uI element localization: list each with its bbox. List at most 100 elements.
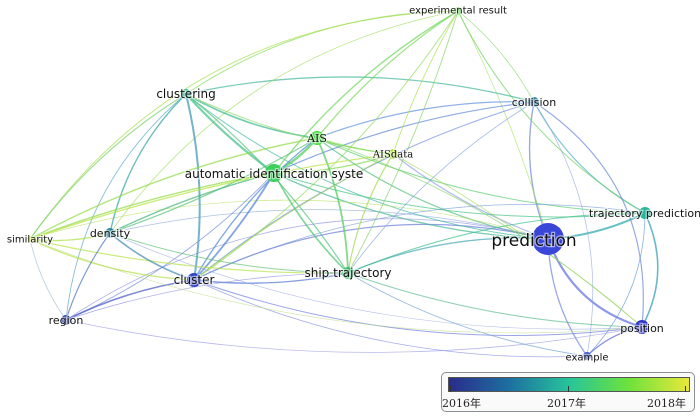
node-label-trajectory-prediction: trajectory prediction [589, 207, 700, 220]
node-position[interactable] [635, 320, 649, 334]
edge-experimental-result-cluster [193, 10, 459, 281]
edge-prediction-example [547, 238, 588, 357]
legend-label-2016: 2016年 [442, 397, 481, 410]
edge-ais-data-cluster [193, 153, 394, 281]
edge-trajectory-prediction-auto-id [273, 172, 646, 218]
legend-gradient-bar [448, 377, 690, 392]
edge-experimental-result-ais-data [392, 10, 459, 155]
edge-collision-example [533, 101, 594, 357]
edge-collision-cluster [193, 101, 535, 281]
node-clustering[interactable] [181, 89, 191, 99]
edge-collision-clustering [185, 76, 535, 103]
edge-experimental-result-clustering [185, 10, 459, 95]
edge-collision-experimental-result [457, 10, 535, 103]
node-experimental-result[interactable] [454, 7, 462, 15]
nodes-layer [27, 7, 651, 360]
edge-prediction-experimental-result [457, 10, 549, 240]
node-label-density: density [90, 227, 131, 240]
legend-label-2017: 2017年 [547, 397, 586, 410]
node-ais[interactable] [310, 131, 324, 145]
edge-density-ship-trajectory [109, 232, 349, 274]
edge-prediction-ais-data [392, 153, 549, 240]
edge-trajectory-prediction-collision [533, 101, 646, 214]
edge-similarity-ship-trajectory [29, 238, 349, 274]
edge-ais-data-position [392, 153, 643, 328]
edge-collision-position [533, 101, 644, 328]
edge-ais-data-ship-trajectory [347, 153, 394, 274]
node-label-auto-id: automatic identification syste [185, 167, 363, 181]
node-region[interactable] [61, 315, 71, 325]
edge-region-ship-trajectory [65, 272, 349, 321]
node-label-position: position [620, 322, 664, 335]
edge-density-cluster [109, 232, 195, 281]
edge-prediction-region [65, 218, 549, 321]
edge-ais-data-similarity [29, 153, 394, 240]
edge-prediction-clustering [185, 93, 549, 240]
node-label-clustering: clustering [156, 87, 215, 101]
edge-clustering-auto-id [185, 93, 275, 174]
edge-clustering-ais [185, 93, 318, 139]
edge-ship-trajectory-example [347, 272, 588, 357]
edge-collision-ship-trajectory [347, 101, 535, 274]
edge-prediction-collision [528, 101, 549, 240]
edge-ais-cluster [193, 137, 318, 281]
edge-ais-similarity [29, 137, 318, 240]
legend-tick-2016 [450, 386, 451, 392]
node-density[interactable] [105, 228, 115, 238]
node-auto-id[interactable] [265, 164, 283, 182]
edge-trajectory-prediction-ais [316, 137, 646, 214]
node-cluster[interactable] [187, 273, 201, 287]
edge-similarity-cluster [29, 238, 195, 281]
edge-collision-auto-id [273, 101, 535, 174]
edge-trajectory-prediction-ship-trajectory [347, 212, 646, 274]
edge-auto-id-ship-trajectory [273, 172, 349, 274]
edge-density-position [109, 232, 643, 330]
node-label-similarity: similarity [7, 235, 53, 246]
edge-experimental-result-ship-trajectory [347, 10, 459, 274]
edge-cluster-example [193, 279, 588, 358]
edge-experimental-result-similarity [29, 10, 459, 240]
edge-experimental-result-density [109, 10, 459, 234]
edge-experimental-result-ais [316, 10, 459, 139]
legend-label-2018: 2018年 [647, 397, 686, 410]
node-label-cluster: cluster [174, 273, 215, 287]
edge-similarity-density [29, 232, 111, 242]
edge-prediction-density [109, 209, 549, 240]
edge-ship-trajectory-position [347, 272, 643, 328]
node-ship-trajectory[interactable] [342, 267, 354, 279]
edge-region-position [65, 319, 643, 353]
node-label-region: region [49, 314, 84, 327]
node-label-ship-trajectory: ship trajectory [304, 266, 391, 280]
edge-auto-id-similarity [29, 172, 275, 240]
edge-prediction-position [546, 238, 643, 329]
edge-clustering-similarity [29, 93, 187, 240]
edge-experimental-result-auto-id [273, 10, 459, 174]
edge-trajectory-prediction-position [641, 212, 659, 328]
node-trajectory-prediction[interactable] [639, 207, 651, 219]
edge-trajectory-prediction-cluster [193, 204, 646, 281]
node-label-prediction: prediction [491, 231, 576, 251]
node-example[interactable] [583, 352, 591, 360]
edge-clustering-density [109, 93, 187, 234]
edge-clustering-region [65, 93, 187, 321]
year-legend: 2016年 2017年 2018年 [441, 372, 695, 412]
node-similarity[interactable] [27, 236, 33, 242]
node-label-experimental-result: experimental result [409, 6, 507, 17]
node-collision[interactable] [529, 97, 539, 107]
edge-trajectory-prediction-experimental-result [457, 10, 646, 214]
node-label-collision: collision [512, 96, 556, 109]
legend-tick-2018 [685, 386, 686, 392]
edge-collision-ais [316, 101, 535, 139]
edge-density-region [65, 232, 111, 321]
edges-layer [29, 10, 659, 358]
edge-ais-density [109, 137, 318, 234]
node-prediction[interactable] [532, 223, 564, 255]
edge-auto-id-ais-data [273, 153, 394, 174]
edge-cluster-ship-trajectory [193, 272, 349, 284]
edge-auto-id-cluster [193, 172, 275, 281]
edge-clustering-ais-data [185, 93, 394, 155]
edge-similarity-position [29, 238, 643, 334]
edge-similarity-region [29, 238, 67, 321]
node-ais-data[interactable] [388, 149, 398, 159]
